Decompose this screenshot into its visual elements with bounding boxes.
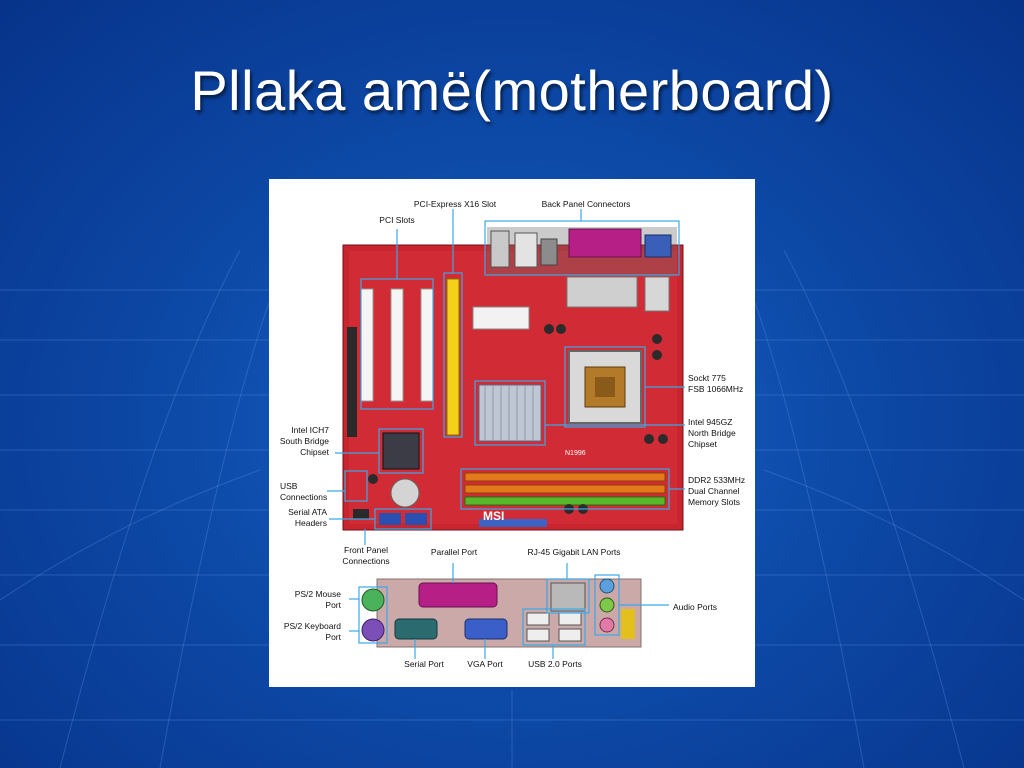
usb-port-3 (558, 612, 582, 626)
memory-slot-3 (464, 496, 666, 506)
ps2-keyboard-port (361, 618, 385, 642)
label-ddr2: DDR2 533MHz Dual Channel Memory Slots (688, 475, 746, 507)
label-socket: Sockt 775 FSB 1066MHz (688, 373, 744, 394)
cmos-battery (390, 478, 420, 508)
usb-port-1 (526, 612, 550, 626)
label-front-panel: Front Panel Connections (342, 545, 390, 566)
label-usb20: USB 2.0 Ports (528, 659, 582, 669)
label-south-bridge: Intel ICH7 South Bridge Chipset (279, 425, 329, 457)
parallel-port-conn (418, 582, 498, 608)
label-ps2-keyboard: PS/2 Keyboard Port (283, 621, 341, 642)
label-pci-express: PCI-Express X16 Slot (413, 199, 497, 209)
south-bridge-chip (382, 432, 420, 470)
motherboard-figure: MSI N1996 PCI-Express X16 Slot Back Pane… (269, 179, 755, 687)
pci-slot-1 (360, 288, 374, 402)
pci-slot-2 (390, 288, 404, 402)
memory-slot-2 (464, 484, 666, 494)
label-serial-port: Serial Port (404, 659, 444, 669)
label-back-panel: Back Panel Connectors (541, 199, 631, 209)
audio-port-2 (599, 597, 615, 613)
model-mark: N1996 (565, 450, 586, 457)
pci-slot-3 (420, 288, 434, 402)
slide-title: Pllaka amë(motherboard) (190, 59, 834, 122)
serial-port-conn (394, 618, 438, 640)
brand-mark: MSI (483, 509, 504, 523)
label-serial-ata: Serial ATA Headers (288, 507, 327, 528)
label-parallel-port: Parallel Port (430, 547, 478, 557)
label-vga-port: VGA Port (467, 659, 503, 669)
audio-port-3 (599, 617, 615, 633)
ps2-mouse-port (361, 588, 385, 612)
audio-port-1 (599, 578, 615, 594)
pci-express-slot (446, 278, 460, 436)
memory-slot-1 (464, 472, 666, 482)
motherboard-illustration: MSI N1996 (327, 209, 685, 659)
lan-port (550, 582, 586, 612)
label-rj45: RJ-45 Gigabit LAN Ports (527, 547, 621, 557)
label-pci-slots: PCI Slots (379, 215, 415, 225)
usb-port-2 (526, 628, 550, 642)
label-ps2-mouse: PS/2 Mouse Port (294, 589, 341, 610)
label-usb-connections: USB Connections (280, 481, 328, 502)
label-north-bridge: Intel 945GZ North Bridge Chipset (688, 417, 736, 449)
usb-port-4 (558, 628, 582, 642)
north-bridge-heatsink (478, 384, 542, 442)
label-audio-ports: Audio Ports (673, 602, 717, 612)
vga-port-conn (464, 618, 508, 640)
